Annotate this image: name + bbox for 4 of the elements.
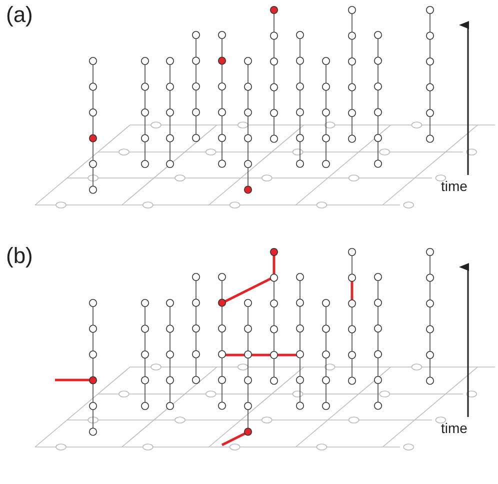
panel-label: (a) (6, 2, 33, 28)
panel-label: (b) (6, 243, 33, 269)
axis-label: time (441, 178, 468, 194)
axis-label: time (441, 420, 468, 436)
